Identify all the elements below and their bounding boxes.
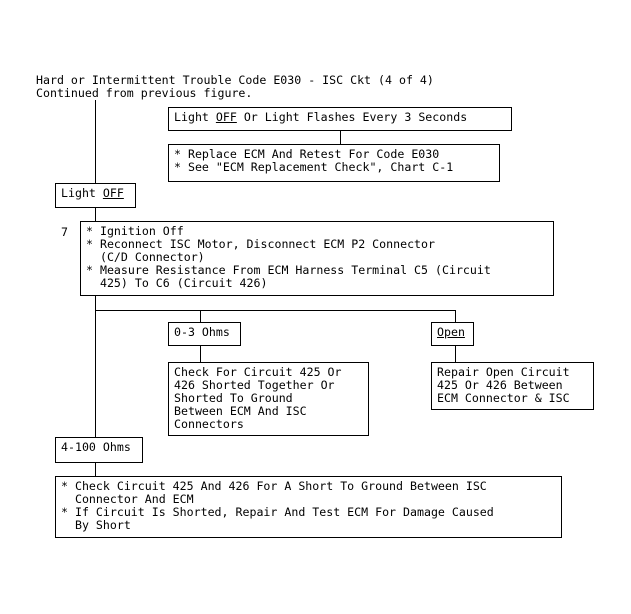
- branch-right-drop: [455, 310, 456, 322]
- check-short-ground-line-3: * If Circuit Is Shorted, Repair And Test…: [61, 505, 494, 519]
- step-7-line-3: (C/D Connector): [86, 250, 205, 264]
- replace-ecm-line-2: * See "ECM Replacement Check", Chart C-1: [174, 160, 454, 174]
- open-connector: [455, 346, 456, 362]
- ohms-4-100-box: 4-100 Ohms: [55, 437, 143, 463]
- ohms-4-100-label: 4-100 Ohms: [61, 440, 131, 454]
- check-shorted-line-5: Connectors: [174, 417, 244, 431]
- check-short-ground-line-1: * Check Circuit 425 And 426 For A Short …: [61, 479, 487, 493]
- branch-left-drop: [200, 310, 201, 322]
- step-7-line-4: * Measure Resistance From ECM Harness Te…: [86, 263, 491, 277]
- step-7-number: 7: [61, 225, 68, 239]
- light-off-or-flashes-prefix: Light: [174, 110, 216, 124]
- replace-ecm-line-1: * Replace ECM And Retest For Code E030: [174, 147, 440, 161]
- repair-open-line-2: 425 Or 426 Between: [437, 378, 563, 392]
- check-short-ground-box: * Check Circuit 425 And 426 For A Short …: [55, 476, 562, 538]
- main-flow-line-lower: [95, 463, 96, 476]
- light-off-box: Light OFF: [55, 183, 136, 208]
- repair-open-line-1: Repair Open Circuit: [437, 365, 570, 379]
- check-shorted-line-4: Between ECM And ISC: [174, 404, 307, 418]
- ohms-0-3-connector: [200, 346, 201, 362]
- light-off-or-flashes-underlined: OFF: [215, 110, 237, 124]
- light-off-or-flashes-box: Light OFF Or Light Flashes Every 3 Secon…: [168, 107, 512, 131]
- check-short-ground-line-2: Connector And ECM: [61, 492, 194, 506]
- open-label: Open: [437, 325, 465, 339]
- flashes-connector-line: [340, 130, 341, 144]
- light-off-underlined: OFF: [102, 186, 124, 200]
- light-off-prefix: Light: [61, 186, 103, 200]
- open-box: Open: [431, 322, 474, 346]
- chart-header-continued: Continued from previous figure.: [36, 86, 253, 100]
- replace-ecm-box: * Replace ECM And Retest For Code E030* …: [168, 144, 500, 182]
- step-7-line-5: 425) To C6 (Circuit 426): [86, 276, 268, 290]
- check-shorted-line-1: Check For Circuit 425 Or: [174, 365, 342, 379]
- step-7-line-2: * Reconnect ISC Motor, Disconnect ECM P2…: [86, 237, 436, 251]
- branch-split-line: [95, 310, 455, 311]
- check-shorted-line-2: 426 Shorted Together Or: [174, 378, 335, 392]
- check-short-ground-line-4: By Short: [61, 518, 131, 532]
- repair-open-line-3: ECM Connector & ISC: [437, 391, 570, 405]
- step-7-line-1: * Ignition Off: [86, 224, 184, 238]
- step-7-box: * Ignition Off* Reconnect ISC Motor, Dis…: [80, 221, 554, 296]
- ohms-0-3-label: 0-3 Ohms: [174, 325, 230, 339]
- ohms-0-3-box: 0-3 Ohms: [168, 322, 241, 346]
- check-shorted-line-3: Shorted To Ground: [174, 391, 293, 405]
- chart-header-title: Hard or Intermittent Trouble Code E030 -…: [36, 73, 434, 87]
- light-off-or-flashes-suffix: Or Light Flashes Every 3 Seconds: [236, 110, 468, 124]
